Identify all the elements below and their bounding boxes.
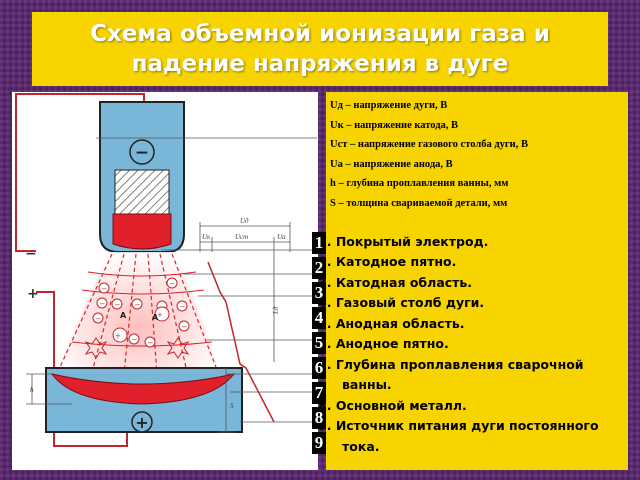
svg-text:−: − [132,336,138,344]
voltage-drop-graph [199,222,291,423]
marker-5: 5 [312,332,326,354]
legend-ua: Ua – напряжение анода, В [330,158,453,170]
marker-8: 8 [312,407,326,429]
particle: − [98,282,110,294]
legend-ucm: Uст – напряжение газового столба дуги, В [330,139,528,151]
particle: − [144,336,156,348]
marker-2: 2 [312,257,326,279]
svg-text:−: − [135,301,141,309]
marker-7: 7 [312,382,326,404]
part-item: 8. Основной металл. [318,397,467,413]
number-markers: 1 2 3 4 5 6 7 8 9 [312,232,326,457]
particle: + [154,306,170,322]
svg-text:−: − [182,323,188,331]
svg-text:+: + [27,286,39,302]
legend-h: h – глубина проплавления ванны, мм [330,178,509,190]
label-ua: Ua [277,233,286,241]
ionized-particles: − − − − − − − − − − − + + A A [84,277,190,359]
svg-text:−: − [25,246,37,262]
leader-lines [96,137,317,423]
gas-arc-column [59,252,217,378]
label-ud: Uд [240,217,249,225]
slide-title: Схема объемной ионизации газа и падение … [32,12,608,86]
part-item: 9. Источник питания дуги постоянного ток… [318,418,599,454]
coated-electrode: − [99,101,185,253]
particle: − [166,277,178,289]
anode-sign: + [135,413,148,432]
label-s: S [230,402,234,410]
legend-ud: Uд – напряжение дуги, В [330,100,448,111]
part-item: 2. Катодное пятно. [318,254,457,270]
particle: − [178,320,190,332]
legend-panel: Uд – напряжение дуги, В Uк – напряжение … [318,92,628,470]
particle-label: A [120,311,127,320]
label-ld: Lд [272,306,280,315]
part-item: 7. Глубина проплавления сварочной ванны. [318,356,584,393]
marker-6: 6 [312,357,326,379]
particle: − [96,297,108,309]
part-item: 5. Анодная область. [318,315,465,331]
part-item: 1. Покрытый электрод. [318,233,489,249]
svg-text:−: − [100,300,106,308]
particle: + [112,327,128,343]
label-ucm: Uст [235,233,248,241]
part-item: 4. Газовый столб дуги. [318,295,485,311]
particle: − [111,298,123,310]
label-uk: Uк [202,233,211,241]
particle: − [128,333,140,345]
marker-9: 9 [312,432,326,454]
marker-1: 1 [312,232,326,254]
svg-text:−: − [102,285,108,293]
marker-3: 3 [312,282,326,304]
dimension-lines [26,368,234,433]
legend-s: S – толщина свариваемой детали, мм [330,197,508,209]
legend-uk: Uк – напряжение катода, В [330,119,459,131]
power-circuit [15,93,145,447]
svg-text:−: − [180,303,186,311]
base-metal: + [45,367,243,433]
particle: − [92,312,104,324]
plus-terminal: + [27,286,39,302]
part-item: 6. Анодное пятно. [318,336,449,352]
part-item: 3. Катодная область. [318,274,473,290]
particle: − [131,298,143,310]
arc-diagram: − + − [12,92,318,470]
minus-terminal: − [25,246,37,262]
svg-text:−: − [170,280,176,288]
cathode-sign: − [135,143,149,163]
svg-text:−: − [148,339,154,347]
marker-4: 4 [312,307,326,329]
svg-text:−: − [115,301,121,309]
svg-text:+: + [157,311,163,319]
svg-text:−: − [96,315,102,323]
svg-text:+: + [115,332,121,340]
particle-label: A [152,313,159,322]
particle: − [176,300,188,312]
